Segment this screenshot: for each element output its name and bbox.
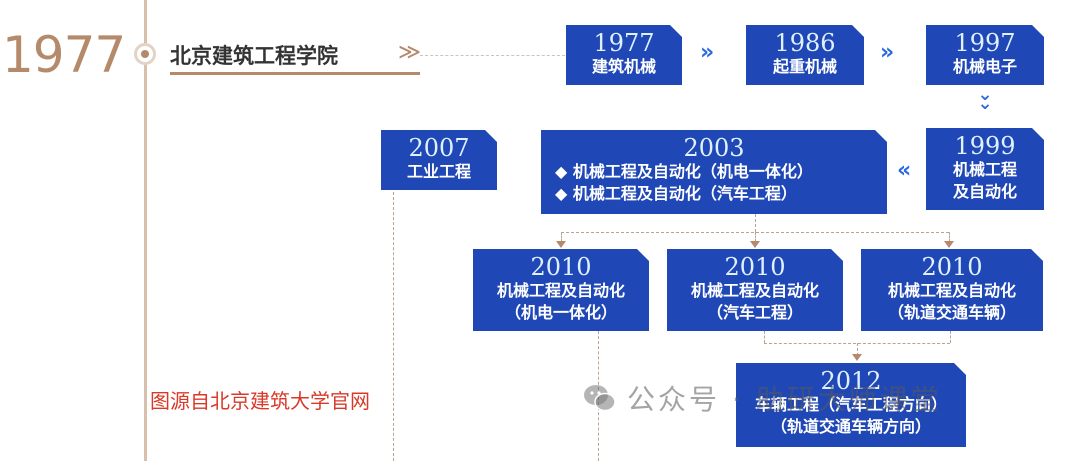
arrow-down-icon: [944, 241, 954, 248]
box-label: （轨道交通车辆）: [887, 303, 1016, 322]
box-label: 机械工程及自动化: [496, 281, 625, 300]
box-year: 2012: [820, 367, 882, 395]
dashed-connector: [393, 192, 394, 461]
dashed-connector: [755, 232, 756, 242]
box-year: 2010: [724, 253, 786, 281]
box-label: （轨道交通车辆方向）: [770, 417, 931, 436]
box-year: 1977: [593, 29, 655, 57]
box-1999: 1999 机械工程 及自动化: [926, 128, 1044, 210]
dashed-connector: [857, 343, 858, 356]
box-1997: 1997 机械电子: [926, 25, 1044, 85]
chevron-down-icon: ⌄⌄: [977, 84, 993, 114]
box-label: 机械工程及自动化: [690, 281, 819, 300]
box-year: 1999: [954, 132, 1016, 160]
chevron-right-icon: »: [880, 40, 894, 65]
dotted-connector: [420, 55, 565, 56]
box-label: 起重机械: [772, 57, 837, 76]
box-year: 2007: [408, 134, 470, 162]
dashed-connector: [755, 214, 756, 232]
box-2012: 2012 车辆工程（汽车工程方向） （轨道交通车辆方向）: [736, 363, 966, 447]
wechat-icon: [584, 385, 616, 412]
watermark: 公众号 · 助研大师课堂: [583, 378, 942, 418]
arrow-down-icon: [556, 241, 566, 248]
box-label: ◆ 机械工程及自动化（机电一体化）: [555, 162, 813, 181]
box-year: 1997: [954, 29, 1016, 57]
chevron-left-icon: «: [897, 158, 911, 183]
box-label: 机械电子: [952, 57, 1017, 76]
box-2010-mechatronics: 2010 机械工程及自动化 （机电一体化）: [473, 249, 649, 331]
box-label: 工业工程: [406, 162, 471, 181]
box-label: 车辆工程（汽车工程方向）: [754, 395, 947, 414]
school-chevron-icon: ≫: [398, 40, 421, 65]
box-2003: 2003 ◆ 机械工程及自动化（机电一体化） ◆ 机械工程及自动化（汽车工程）: [541, 130, 887, 214]
box-label: 机械工程: [952, 160, 1017, 179]
box-year: 2010: [530, 253, 592, 281]
box-year: 2003: [683, 134, 745, 162]
timeline-dot: [134, 43, 156, 65]
box-label: ◆ 机械工程及自动化（汽车工程）: [555, 184, 797, 203]
chevron-right-icon: »: [700, 40, 714, 65]
box-2007: 2007 工业工程: [381, 130, 497, 190]
dashed-connector: [950, 331, 951, 343]
box-label: （汽车工程）: [706, 303, 803, 322]
box-label: （机电一体化）: [504, 303, 617, 322]
arrow-down-icon: [852, 354, 862, 361]
box-label: 及自动化: [952, 182, 1017, 201]
school-underline: [170, 72, 420, 75]
timeline-line: [144, 0, 147, 461]
box-1986: 1986 起重机械: [746, 25, 864, 85]
box-label: 机械工程及自动化: [887, 281, 1016, 300]
box-1977: 1977 建筑机械: [566, 25, 682, 85]
box-year: 2010: [921, 253, 983, 281]
watermark-text: 公众号 · 助研大师课堂: [627, 383, 942, 416]
dashed-connector: [764, 331, 765, 343]
arrow-down-icon: [750, 241, 760, 248]
box-2010-rail: 2010 机械工程及自动化 （轨道交通车辆）: [861, 249, 1043, 331]
box-label: 建筑机械: [591, 57, 656, 76]
box-2010-automotive: 2010 机械工程及自动化 （汽车工程）: [667, 249, 843, 331]
dashed-connector: [949, 232, 950, 242]
timeline-year: 1977: [2, 26, 126, 84]
box-year: 1986: [774, 29, 836, 57]
school-name: 北京建筑工程学院: [170, 44, 338, 68]
source-caption: 图源自北京建筑大学官网: [150, 389, 370, 413]
dashed-connector: [561, 232, 562, 242]
